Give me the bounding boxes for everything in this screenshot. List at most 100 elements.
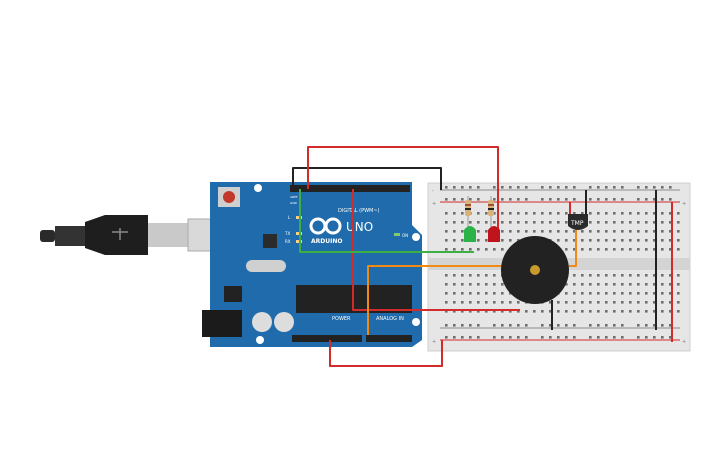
breadboard-hole[interactable]	[677, 230, 680, 233]
breadboard-hole[interactable]	[677, 283, 680, 286]
breadboard-hole[interactable]	[589, 248, 592, 251]
breadboard-hole[interactable]	[485, 239, 488, 242]
breadboard-hole[interactable]	[541, 230, 544, 233]
breadboard-hole[interactable]	[629, 248, 632, 251]
breadboard-hole[interactable]	[589, 324, 592, 327]
breadboard-hole[interactable]	[597, 221, 600, 224]
breadboard-hole[interactable]	[661, 310, 664, 313]
breadboard-hole[interactable]	[629, 274, 632, 277]
breadboard-hole[interactable]	[605, 186, 608, 189]
breadboard-hole[interactable]	[605, 324, 608, 327]
breadboard-hole[interactable]	[589, 198, 592, 201]
breadboard-hole[interactable]	[653, 310, 656, 313]
wire-red-5v[interactable]	[352, 189, 520, 311]
breadboard-hole[interactable]	[661, 198, 664, 201]
breadboard-hole[interactable]	[493, 310, 496, 313]
breadboard-hole[interactable]	[469, 301, 472, 304]
breadboard-hole[interactable]	[453, 283, 456, 286]
breadboard-hole[interactable]	[461, 248, 464, 251]
breadboard-hole[interactable]	[613, 292, 616, 295]
breadboard-hole[interactable]	[469, 283, 472, 286]
breadboard-hole[interactable]	[589, 239, 592, 242]
breadboard-hole[interactable]	[557, 310, 560, 313]
breadboard-hole[interactable]	[477, 310, 480, 313]
breadboard-hole[interactable]	[597, 248, 600, 251]
breadboard-hole[interactable]	[509, 239, 512, 242]
breadboard-hole[interactable]	[453, 310, 456, 313]
breadboard-hole[interactable]	[645, 283, 648, 286]
breadboard-hole[interactable]	[661, 336, 664, 339]
breadboard-hole[interactable]	[461, 310, 464, 313]
breadboard-hole[interactable]	[557, 230, 560, 233]
breadboard-hole[interactable]	[461, 274, 464, 277]
breadboard-hole[interactable]	[549, 230, 552, 233]
breadboard-hole[interactable]	[573, 283, 576, 286]
breadboard-hole[interactable]	[629, 221, 632, 224]
breadboard-hole[interactable]	[581, 283, 584, 286]
breadboard-hole[interactable]	[501, 198, 504, 201]
breadboard-hole[interactable]	[669, 310, 672, 313]
breadboard-hole[interactable]	[661, 239, 664, 242]
breadboard-hole[interactable]	[469, 336, 472, 339]
breadboard-hole[interactable]	[541, 324, 544, 327]
breadboard-hole[interactable]	[493, 283, 496, 286]
breadboard-hole[interactable]	[565, 198, 568, 201]
breadboard-hole[interactable]	[653, 186, 656, 189]
breadboard-hole[interactable]	[565, 336, 568, 339]
breadboard-hole[interactable]	[621, 186, 624, 189]
breadboard-hole[interactable]	[509, 186, 512, 189]
breadboard-hole[interactable]	[565, 292, 568, 295]
breadboard-hole[interactable]	[501, 230, 504, 233]
breadboard-hole[interactable]	[637, 310, 640, 313]
breadboard-hole[interactable]	[445, 283, 448, 286]
breadboard-hole[interactable]	[469, 198, 472, 201]
breadboard-hole[interactable]	[445, 310, 448, 313]
breadboard-hole[interactable]	[661, 230, 664, 233]
breadboard-hole[interactable]	[669, 274, 672, 277]
breadboard-hole[interactable]	[581, 274, 584, 277]
breadboard-hole[interactable]	[525, 186, 528, 189]
breadboard-hole[interactable]	[461, 186, 464, 189]
breadboard-hole[interactable]	[677, 301, 680, 304]
breadboard-hole[interactable]	[461, 221, 464, 224]
breadboard-hole[interactable]	[461, 230, 464, 233]
breadboard-hole[interactable]	[485, 274, 488, 277]
breadboard-hole[interactable]	[637, 230, 640, 233]
breadboard-hole[interactable]	[517, 186, 520, 189]
breadboard-hole[interactable]	[477, 292, 480, 295]
breadboard-hole[interactable]	[557, 324, 560, 327]
breadboard-hole[interactable]	[573, 212, 576, 215]
breadboard-hole[interactable]	[501, 310, 504, 313]
breadboard-hole[interactable]	[445, 186, 448, 189]
breadboard-hole[interactable]	[533, 221, 536, 224]
breadboard-hole[interactable]	[613, 310, 616, 313]
breadboard-hole[interactable]	[645, 324, 648, 327]
resistor-right[interactable]	[488, 196, 494, 230]
breadboard-hole[interactable]	[501, 324, 504, 327]
breadboard-hole[interactable]	[613, 239, 616, 242]
breadboard-hole[interactable]	[493, 221, 496, 224]
breadboard-hole[interactable]	[613, 283, 616, 286]
breadboard-hole[interactable]	[621, 292, 624, 295]
breadboard-hole[interactable]	[445, 221, 448, 224]
breadboard-hole[interactable]	[597, 239, 600, 242]
breadboard-hole[interactable]	[493, 336, 496, 339]
breadboard-hole[interactable]	[589, 230, 592, 233]
breadboard-hole[interactable]	[477, 230, 480, 233]
breadboard-hole[interactable]	[677, 292, 680, 295]
breadboard-hole[interactable]	[501, 186, 504, 189]
reset-button[interactable]	[223, 191, 235, 203]
wire-orange-tmp[interactable]	[569, 228, 577, 267]
breadboard-hole[interactable]	[669, 292, 672, 295]
breadboard-hole[interactable]	[445, 239, 448, 242]
breadboard-hole[interactable]	[645, 310, 648, 313]
breadboard-hole[interactable]	[669, 324, 672, 327]
breadboard-hole[interactable]	[605, 292, 608, 295]
power-jack[interactable]	[202, 310, 242, 337]
wire-red-power[interactable]	[329, 340, 443, 367]
wire-black-gnd[interactable]	[292, 167, 442, 190]
breadboard-hole[interactable]	[461, 324, 464, 327]
breadboard-hole[interactable]	[613, 248, 616, 251]
breadboard-hole[interactable]	[453, 248, 456, 251]
breadboard-hole[interactable]	[605, 301, 608, 304]
